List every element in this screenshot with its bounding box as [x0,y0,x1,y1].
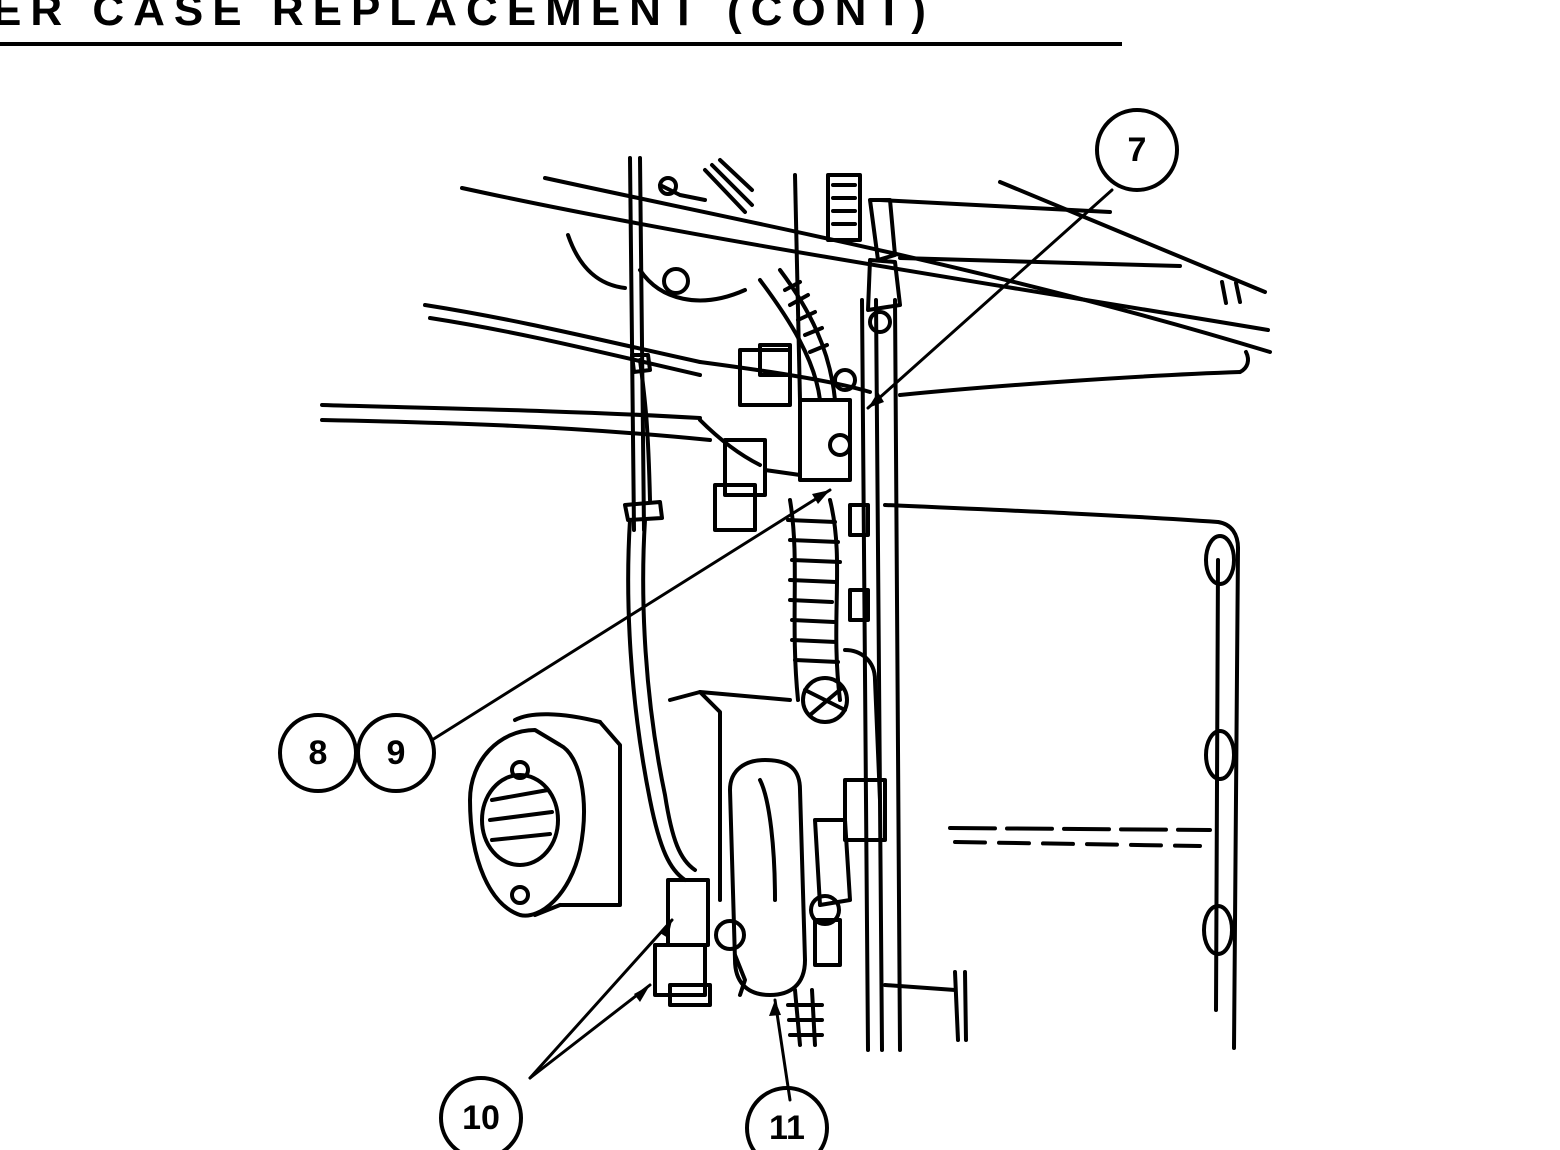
title-underline [0,42,1122,46]
page-title: ER CASE REPLACEMENT (CONT) [0,0,935,35]
callout-9-label: 9 [387,734,406,772]
callout-8-label: 8 [309,734,328,772]
case-body [668,648,887,1047]
callout-circles [278,108,1179,1150]
vent-tube [623,353,697,882]
leader-lines [430,188,1114,1102]
harness-connectors [698,343,870,622]
crossmember-tubes [320,303,1250,442]
callout-10-label: 10 [462,1099,500,1137]
output-flange [468,712,622,918]
leader-arrowheads [634,392,884,1016]
frame-bolts [1202,534,1236,956]
callout-7-label: 7 [1128,131,1147,169]
upper-bracket [566,158,902,334]
callout-11-label: 11 [769,1109,805,1147]
wiring-harness [758,268,849,724]
frame-channel [628,156,1240,1052]
lower-connector [653,878,747,1007]
hidden-line [948,826,1212,848]
